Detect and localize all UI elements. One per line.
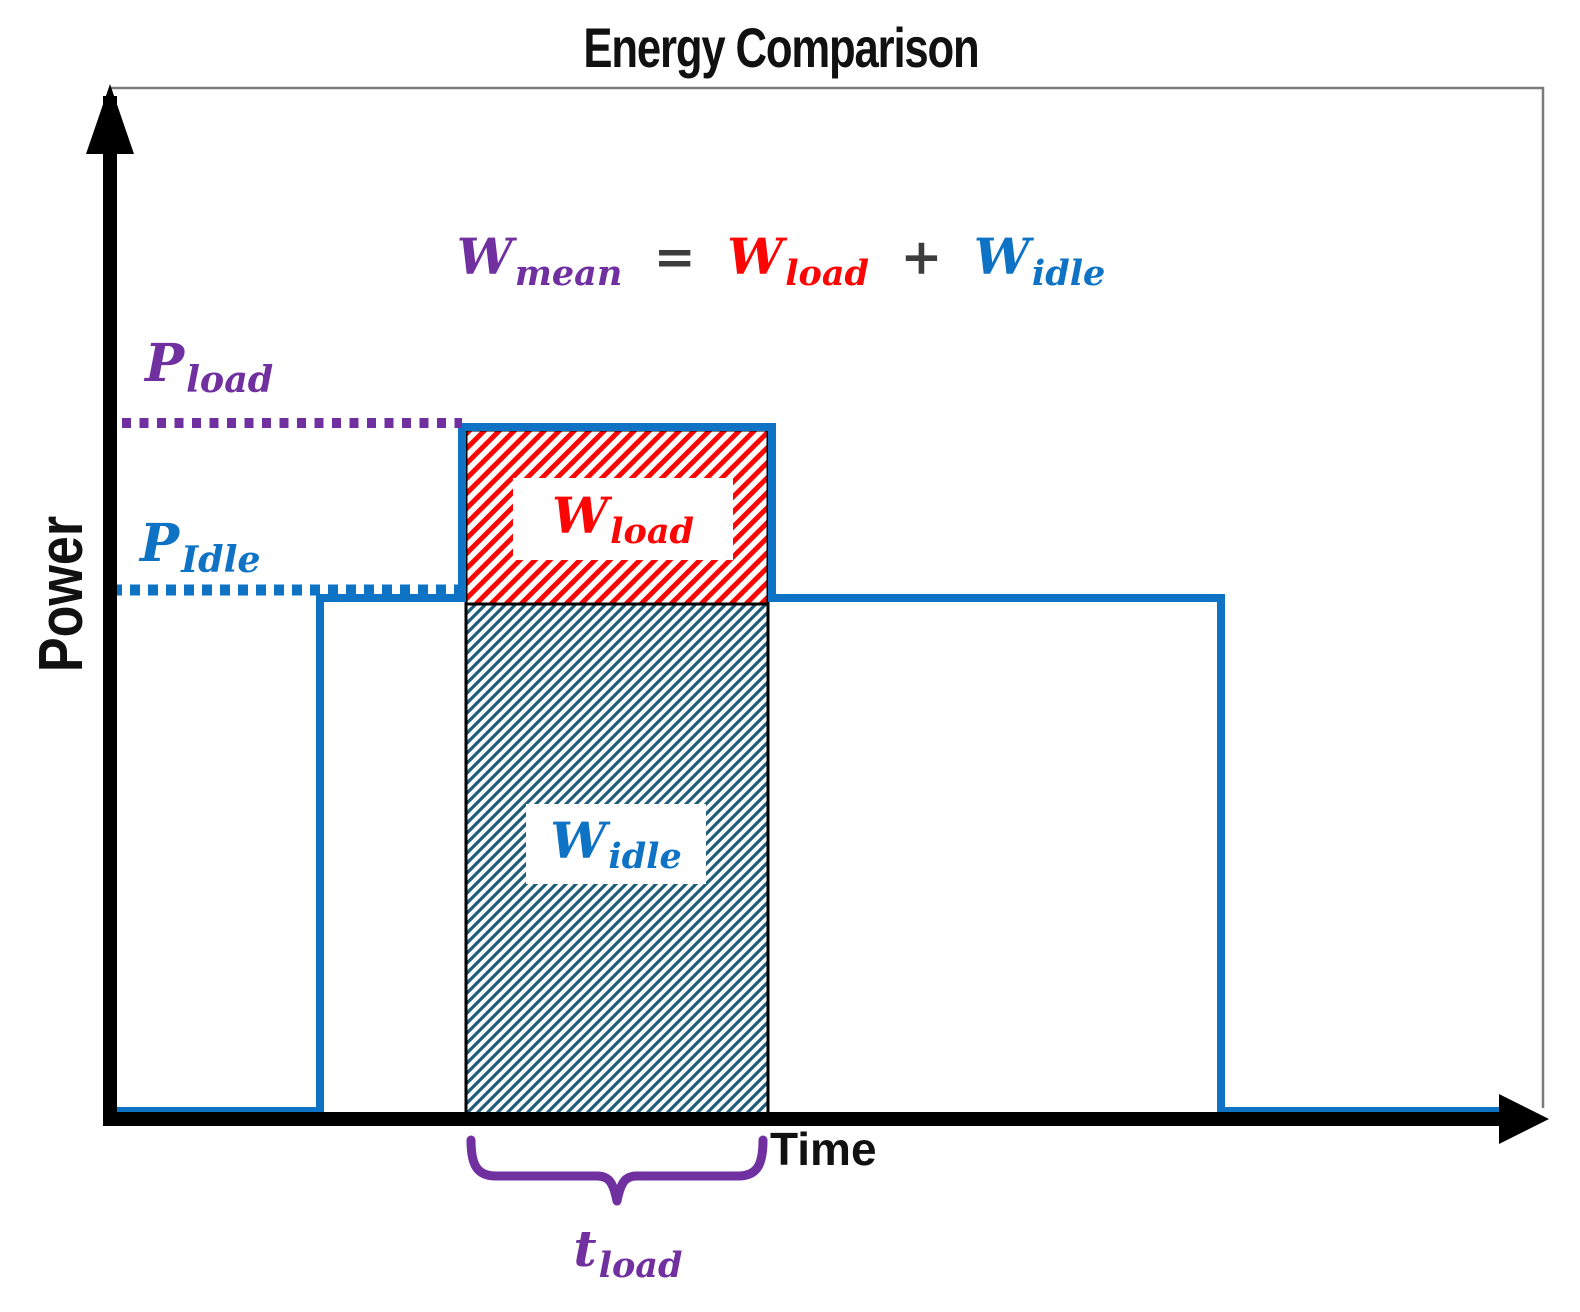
equals-sign: = [653, 227, 696, 286]
p-idle-label: PIdle [140, 518, 261, 578]
w-idle-base: W [973, 227, 1030, 286]
w-load-region-label: Wload [552, 486, 694, 553]
w-mean-base: W [456, 227, 513, 286]
w-load-sub: load [785, 252, 870, 294]
equation-term-w-idle: Widle [973, 227, 1106, 291]
equation-term-w-mean: Wmean [456, 227, 623, 291]
y-axis-arrow-icon [86, 84, 134, 154]
plus-sign: + [900, 227, 943, 286]
w-load-region-label-box: Wload [513, 478, 733, 560]
w-load-base: W [727, 227, 784, 286]
p-load-sub: load [186, 357, 274, 401]
x-axis-arrow-icon [1499, 1094, 1549, 1144]
t-load-label: tload [548, 1224, 708, 1283]
p-load-label: Pload [145, 338, 273, 398]
y-axis [103, 96, 117, 1126]
y-axis-label: Power [27, 515, 96, 673]
w-idle-region-label: Widle [550, 811, 682, 878]
t-load-brace [466, 1135, 768, 1206]
w-load-region-sub: load [610, 511, 694, 553]
energy-equation: Wmean = Wload + Widle [0, 232, 1562, 291]
w-idle-region-label-box: Widle [526, 804, 706, 884]
x-axis-label: Time [770, 1123, 877, 1175]
p-load-base: P [145, 333, 185, 394]
w-mean-sub: mean [514, 252, 623, 294]
p-idle-sub: Idle [181, 537, 261, 581]
t-load-base: t [573, 1219, 597, 1278]
p-idle-base: P [140, 513, 180, 574]
w-idle-sub: idle [1031, 252, 1106, 294]
w-load-region-base: W [552, 485, 609, 545]
equation-term-w-load: Wload [727, 227, 869, 291]
power-step-line [112, 423, 1503, 1115]
t-load-sub: load [598, 1244, 683, 1286]
chart-title: Energy Comparison [583, 16, 979, 79]
w-idle-region-base: W [550, 810, 607, 870]
w-idle-region-sub: idle [608, 836, 682, 878]
plot-frame [110, 86, 1545, 1108]
x-axis [103, 1112, 1503, 1126]
